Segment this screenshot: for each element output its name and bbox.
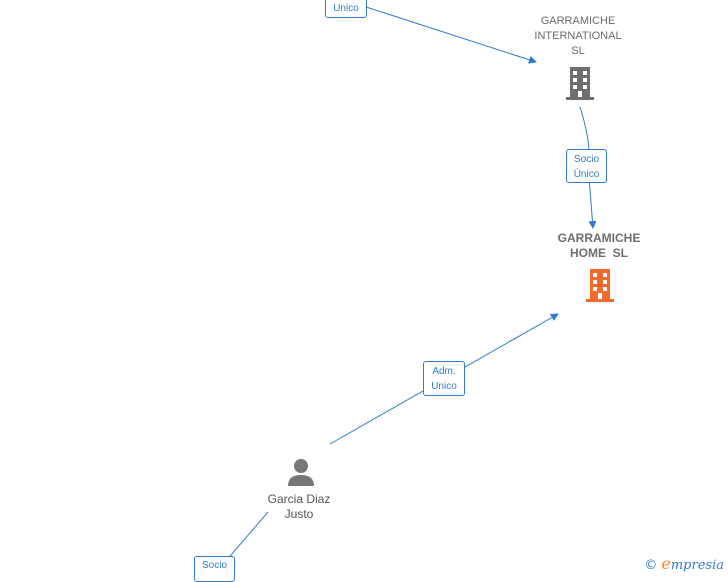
edge-label-bottom[interactable]: Socio: [194, 556, 235, 582]
node-person-line2: Justo: [284, 507, 314, 521]
node-international-line1: GARRAMICHE: [540, 15, 616, 27]
node-person-line1: Garcia Diaz: [267, 492, 331, 506]
brand-logo-text: mpresia: [670, 558, 724, 573]
node-label-person[interactable]: Garcia Diaz Justo: [249, 492, 349, 522]
edge-label-socio-unico[interactable]: Socio Único: [566, 149, 607, 183]
edge-label-adm-unico-line2: Unico: [431, 381, 457, 392]
edge-label-top[interactable]: Unico: [325, 0, 367, 18]
edge-label-socio-unico-line2: Único: [573, 169, 600, 180]
edge-label-top-line1: Unico: [333, 3, 359, 14]
node-home-line1: GARRAMICHE: [557, 231, 641, 245]
building-icon-home[interactable]: [584, 268, 616, 302]
edge-label-adm-unico[interactable]: Adm. Unico: [423, 361, 465, 396]
node-international-line2: INTERNATIONAL: [534, 30, 622, 42]
edge-label-adm-unico-line1: Adm.: [432, 366, 456, 377]
brand-logo: ©empresia: [644, 554, 724, 573]
node-home-line2: HOME SL: [569, 246, 628, 260]
edge-top-to-international: [359, 4, 537, 64]
edge-label-bottom-line1: Socio: [201, 560, 227, 571]
node-international-line3: SL: [571, 45, 585, 57]
building-icon-international[interactable]: [564, 66, 596, 100]
copyright-symbol: ©: [644, 558, 658, 573]
person-icon[interactable]: [286, 457, 316, 487]
node-label-home[interactable]: GARRAMICHE HOME SL: [540, 231, 658, 261]
node-label-international[interactable]: GARRAMICHE INTERNATIONAL SL: [522, 14, 634, 59]
edge-label-socio-unico-line1: Socio: [573, 154, 599, 165]
edge-person-to-bottom: [224, 511, 269, 563]
brand-logo-e: e: [661, 554, 671, 573]
